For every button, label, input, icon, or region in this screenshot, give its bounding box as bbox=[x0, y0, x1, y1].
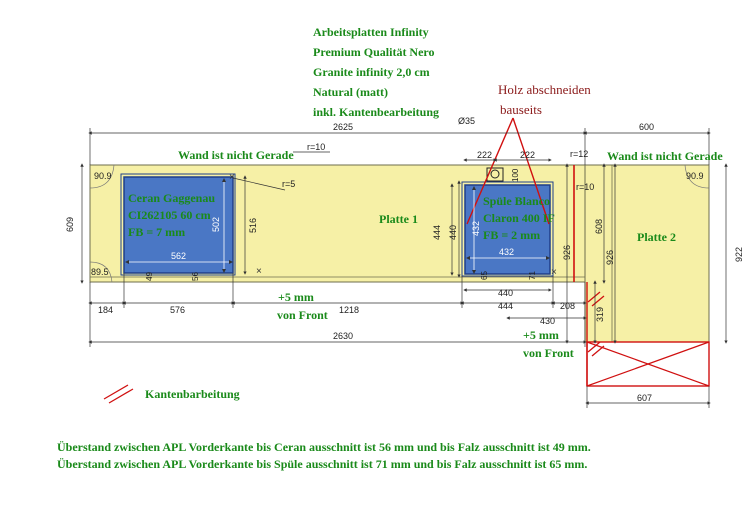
dim-56: 56 bbox=[191, 272, 200, 281]
ceran-label: Ceran Gaggenau CI262105 60 cm FB = 7 mm bbox=[128, 190, 215, 241]
dim-100: 100 bbox=[511, 168, 520, 182]
plate-2-label: Platte 2 bbox=[637, 230, 676, 244]
spuele-falz bbox=[461, 181, 554, 277]
plus5-left-line-2: von Front bbox=[277, 308, 328, 322]
dim-r10-right: r=10 bbox=[576, 182, 594, 192]
header-line-4: Natural (matt) bbox=[313, 85, 388, 99]
edge-processing-marks bbox=[103, 291, 605, 404]
dim-922: 922 bbox=[734, 247, 744, 262]
dim-432-bottom: 432 bbox=[499, 247, 514, 257]
dim-926-right: 926 bbox=[605, 250, 615, 265]
wand-note-right: Wand ist nicht Gerade bbox=[607, 149, 723, 163]
ceran-label-line-3: FB = 7 mm bbox=[128, 225, 186, 239]
dim-432-left: 432 bbox=[471, 221, 481, 236]
plate-1-label: Platte 1 bbox=[379, 212, 418, 226]
dim-440-left: 440 bbox=[448, 225, 458, 240]
dim-502: 502 bbox=[211, 217, 221, 232]
dim-608: 608 bbox=[594, 219, 604, 234]
spuele-label: Spüle Blanco Claron 400 IF FB = 2 mm bbox=[483, 193, 555, 244]
x-mark-2: × bbox=[551, 267, 557, 278]
dim-607: 607 bbox=[637, 393, 652, 403]
dim-516: 516 bbox=[248, 218, 258, 233]
dim-r10-top: r=10 bbox=[307, 142, 325, 152]
material-header: Arbeitsplatten Infinity Premium Qualität… bbox=[313, 25, 439, 120]
spuele-label-line-3: FB = 2 mm bbox=[483, 228, 541, 242]
plus5-right-line-1: +5 mm bbox=[523, 328, 559, 342]
ceran-label-line-1: Ceran Gaggenau bbox=[128, 191, 215, 205]
holz-red-line-right bbox=[512, 117, 550, 225]
corner-arc-left-top bbox=[89, 164, 115, 189]
dimension-lines bbox=[80, 128, 728, 408]
ceran-label-line-2: CI262105 60 cm bbox=[128, 208, 211, 222]
ceran-cutout bbox=[123, 176, 234, 274]
spuele-label-line-1: Spüle Blanco bbox=[483, 194, 551, 208]
dim-576: 576 bbox=[170, 305, 185, 315]
footer-line-2: Überstand zwischen APL Vorderkante bis S… bbox=[57, 457, 588, 471]
dim-d35: Ø35 bbox=[458, 116, 475, 126]
corner-arc-right-top bbox=[684, 164, 710, 189]
header-line-1: Arbeitsplatten Infinity bbox=[313, 25, 429, 39]
ceran-falz bbox=[120, 173, 236, 276]
holz-note-line-2: bauseits bbox=[500, 102, 542, 117]
dim-319: 319 bbox=[595, 307, 605, 322]
dim-440-bottom: 440 bbox=[498, 288, 513, 298]
header-line-5: inkl. Kantenbearbeitung bbox=[313, 105, 440, 119]
dim-65: 65 bbox=[480, 271, 489, 280]
dim-609: 609 bbox=[65, 217, 75, 232]
lower-box-cross-2 bbox=[586, 341, 710, 387]
dim-90-9-left: 90.9 bbox=[94, 171, 112, 181]
legend-label: Kantenbarbeitung bbox=[145, 387, 240, 401]
spuele-label-line-2: Claron 400 IF bbox=[483, 211, 555, 225]
corner-arc-left-bottom bbox=[89, 261, 113, 283]
dim-926-mid: 926 bbox=[562, 245, 572, 260]
x-mark-3: × bbox=[229, 172, 235, 183]
tap-hole bbox=[490, 169, 500, 179]
dim-444-bottom: 444 bbox=[498, 301, 513, 311]
plus5-left-line-1: +5 mm bbox=[278, 290, 314, 304]
dim-222-a: 222 bbox=[477, 150, 492, 160]
dim-222-b: 222 bbox=[520, 150, 535, 160]
dim-600: 600 bbox=[639, 122, 654, 132]
holz-note-line-1: Holz abschneiden bbox=[498, 82, 591, 97]
dim-r12: r=12 bbox=[570, 149, 588, 159]
dim-89-5: 89.5 bbox=[91, 267, 109, 277]
x-mark-1: × bbox=[256, 266, 262, 277]
dim-2625: 2625 bbox=[333, 122, 353, 132]
wand-note-left: Wand ist nicht Gerade bbox=[178, 148, 294, 162]
dim-430: 430 bbox=[540, 316, 555, 326]
dim-71: 71 bbox=[528, 271, 537, 280]
dim-2630: 2630 bbox=[333, 331, 353, 341]
dim-184: 184 bbox=[98, 305, 113, 315]
dim-208: 208 bbox=[560, 301, 575, 311]
dim-r5: r=5 bbox=[282, 179, 295, 189]
dim-1218: 1218 bbox=[339, 305, 359, 315]
dim-562: 562 bbox=[171, 251, 186, 261]
dim-49: 49 bbox=[145, 272, 154, 281]
tap-hole-box bbox=[486, 167, 504, 182]
footer-line-1: Überstand zwischen APL Vorderkante bis C… bbox=[57, 440, 591, 454]
dim-90-9-right: 90.9 bbox=[686, 171, 704, 181]
header-line-3: Granite infinity 2,0 cm bbox=[313, 65, 430, 79]
dim-444-left: 444 bbox=[432, 225, 442, 240]
plus5-right-line-2: von Front bbox=[523, 346, 574, 360]
header-line-2: Premium Qualität Nero bbox=[313, 45, 435, 59]
